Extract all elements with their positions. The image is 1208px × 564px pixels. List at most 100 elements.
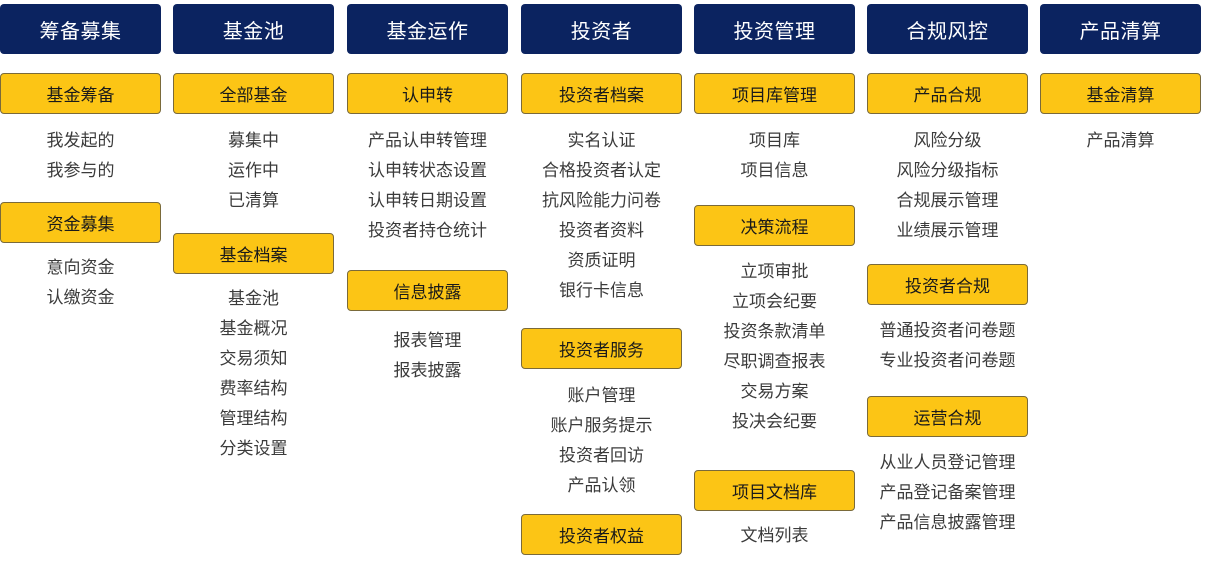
list-item[interactable]: 账户服务提示 — [550, 416, 653, 436]
list-item[interactable]: 投资者资料 — [559, 221, 644, 241]
list-item[interactable]: 基金概况 — [219, 319, 288, 339]
column-header[interactable]: 投资者 — [521, 4, 682, 54]
item-list: 我发起的 我参与的 — [0, 126, 161, 186]
list-item[interactable]: 从业人员登记管理 — [879, 453, 1016, 473]
list-item[interactable]: 项目信息 — [740, 161, 809, 181]
section: 基金清算 产品清算 — [1040, 73, 1201, 156]
list-item[interactable]: 分类设置 — [219, 439, 288, 459]
list-item[interactable]: 我发起的 — [46, 131, 115, 151]
list-item[interactable]: 风险分级指标 — [896, 161, 999, 181]
item-list: 产品认申转管理 认申转状态设置 认申转日期设置 投资者持仓统计 — [347, 126, 508, 246]
section: 决策流程 立项审批 立项会纪要 投资条款清单 尽职调查报表 交易方案 投决会纪要 — [694, 205, 855, 437]
item-list: 从业人员登记管理 产品登记备案管理 产品信息披露管理 — [867, 448, 1028, 538]
section: 投资者档案 实名认证 合格投资者认定 抗风险能力问卷 投资者资料 资质证明 银行… — [521, 73, 682, 306]
list-item[interactable]: 合规展示管理 — [896, 191, 999, 211]
section: 信息披露 报表管理 报表披露 — [347, 270, 508, 386]
section: 项目文档库 文档列表 — [694, 470, 855, 551]
list-item[interactable]: 立项审批 — [740, 262, 809, 282]
section: 运营合规 从业人员登记管理 产品登记备案管理 产品信息披露管理 — [867, 396, 1028, 538]
list-item[interactable]: 费率结构 — [219, 379, 288, 399]
list-item[interactable]: 基金池 — [228, 289, 279, 309]
section-title[interactable]: 投资者权益 — [521, 514, 682, 555]
list-item[interactable]: 意向资金 — [46, 258, 115, 278]
list-item[interactable]: 已清算 — [228, 191, 279, 211]
item-list: 文档列表 — [694, 521, 855, 551]
column-header[interactable]: 投资管理 — [694, 4, 855, 54]
section-title[interactable]: 全部基金 — [173, 73, 334, 114]
section: 认申转 产品认申转管理 认申转状态设置 认申转日期设置 投资者持仓统计 — [347, 73, 508, 246]
list-item[interactable]: 业绩展示管理 — [896, 221, 999, 241]
list-item[interactable]: 风险分级 — [913, 131, 982, 151]
section-title[interactable]: 基金筹备 — [0, 73, 161, 114]
list-item[interactable]: 报表披露 — [393, 361, 462, 381]
section: 投资者权益 — [521, 514, 682, 555]
section-title[interactable]: 投资者服务 — [521, 328, 682, 369]
section-title[interactable]: 投资者合规 — [867, 264, 1028, 305]
list-item[interactable]: 项目库 — [749, 131, 800, 151]
list-item[interactable]: 合格投资者认定 — [542, 161, 661, 181]
list-item[interactable]: 产品认领 — [567, 476, 636, 496]
list-item[interactable]: 抗风险能力问卷 — [542, 191, 661, 211]
list-item[interactable]: 认申转日期设置 — [368, 191, 487, 211]
list-item[interactable]: 募集中 — [228, 131, 279, 151]
item-list: 意向资金 认缴资金 — [0, 253, 161, 313]
section: 项目库管理 项目库 项目信息 — [694, 73, 855, 186]
item-list: 账户管理 账户服务提示 投资者回访 产品认领 — [521, 381, 682, 501]
section: 产品合规 风险分级 风险分级指标 合规展示管理 业绩展示管理 — [867, 73, 1028, 246]
section-title[interactable]: 信息披露 — [347, 270, 508, 311]
list-item[interactable]: 运作中 — [228, 161, 279, 181]
section: 基金档案 基金池 基金概况 交易须知 费率结构 管理结构 分类设置 — [173, 233, 334, 464]
list-item[interactable]: 报表管理 — [393, 331, 462, 351]
item-list: 基金池 基金概况 交易须知 费率结构 管理结构 分类设置 — [173, 284, 334, 464]
item-list: 实名认证 合格投资者认定 抗风险能力问卷 投资者资料 资质证明 银行卡信息 — [521, 126, 682, 306]
item-list: 产品清算 — [1040, 126, 1201, 156]
list-item[interactable]: 我参与的 — [46, 161, 115, 181]
list-item[interactable]: 账户管理 — [567, 386, 636, 406]
item-list: 普通投资者问卷题 专业投资者问卷题 — [867, 316, 1028, 376]
list-item[interactable]: 文档列表 — [740, 526, 809, 546]
list-item[interactable]: 产品认申转管理 — [368, 131, 487, 151]
section-title[interactable]: 基金档案 — [173, 233, 334, 274]
section: 投资者服务 账户管理 账户服务提示 投资者回访 产品认领 — [521, 328, 682, 501]
section-title[interactable]: 资金募集 — [0, 202, 161, 243]
section-title[interactable]: 决策流程 — [694, 205, 855, 246]
list-item[interactable]: 交易须知 — [219, 349, 288, 369]
list-item[interactable]: 投资者回访 — [559, 446, 644, 466]
item-list: 风险分级 风险分级指标 合规展示管理 业绩展示管理 — [867, 126, 1028, 246]
section-title[interactable]: 项目文档库 — [694, 470, 855, 511]
item-list: 募集中 运作中 已清算 — [173, 126, 334, 216]
list-item[interactable]: 认申转状态设置 — [368, 161, 487, 181]
list-item[interactable]: 尽职调查报表 — [723, 352, 826, 372]
list-item[interactable]: 立项会纪要 — [732, 292, 817, 312]
column-header[interactable]: 基金池 — [173, 4, 334, 54]
list-item[interactable]: 银行卡信息 — [559, 281, 644, 301]
list-item[interactable]: 专业投资者问卷题 — [879, 351, 1016, 371]
section: 投资者合规 普通投资者问卷题 专业投资者问卷题 — [867, 264, 1028, 376]
column-header[interactable]: 产品清算 — [1040, 4, 1201, 54]
column-header[interactable]: 合规风控 — [867, 4, 1028, 54]
list-item[interactable]: 普通投资者问卷题 — [879, 321, 1016, 341]
item-list: 项目库 项目信息 — [694, 126, 855, 186]
item-list: 报表管理 报表披露 — [347, 326, 508, 386]
section-title[interactable]: 运营合规 — [867, 396, 1028, 437]
list-item[interactable]: 管理结构 — [219, 409, 288, 429]
list-item[interactable]: 产品清算 — [1086, 131, 1155, 151]
section: 全部基金 募集中 运作中 已清算 — [173, 73, 334, 216]
column-header[interactable]: 基金运作 — [347, 4, 508, 54]
list-item[interactable]: 投资条款清单 — [723, 322, 826, 342]
list-item[interactable]: 实名认证 — [567, 131, 636, 151]
list-item[interactable]: 资质证明 — [567, 251, 636, 271]
section-title[interactable]: 投资者档案 — [521, 73, 682, 114]
section-title[interactable]: 项目库管理 — [694, 73, 855, 114]
list-item[interactable]: 投决会纪要 — [732, 412, 817, 432]
section-title[interactable]: 基金清算 — [1040, 73, 1201, 114]
section: 资金募集 意向资金 认缴资金 — [0, 202, 161, 313]
list-item[interactable]: 产品信息披露管理 — [879, 513, 1016, 533]
section-title[interactable]: 产品合规 — [867, 73, 1028, 114]
list-item[interactable]: 交易方案 — [740, 382, 809, 402]
list-item[interactable]: 投资者持仓统计 — [368, 221, 487, 241]
list-item[interactable]: 产品登记备案管理 — [879, 483, 1016, 503]
list-item[interactable]: 认缴资金 — [46, 288, 115, 308]
column-header[interactable]: 筹备募集 — [0, 4, 161, 54]
section-title[interactable]: 认申转 — [347, 73, 508, 114]
